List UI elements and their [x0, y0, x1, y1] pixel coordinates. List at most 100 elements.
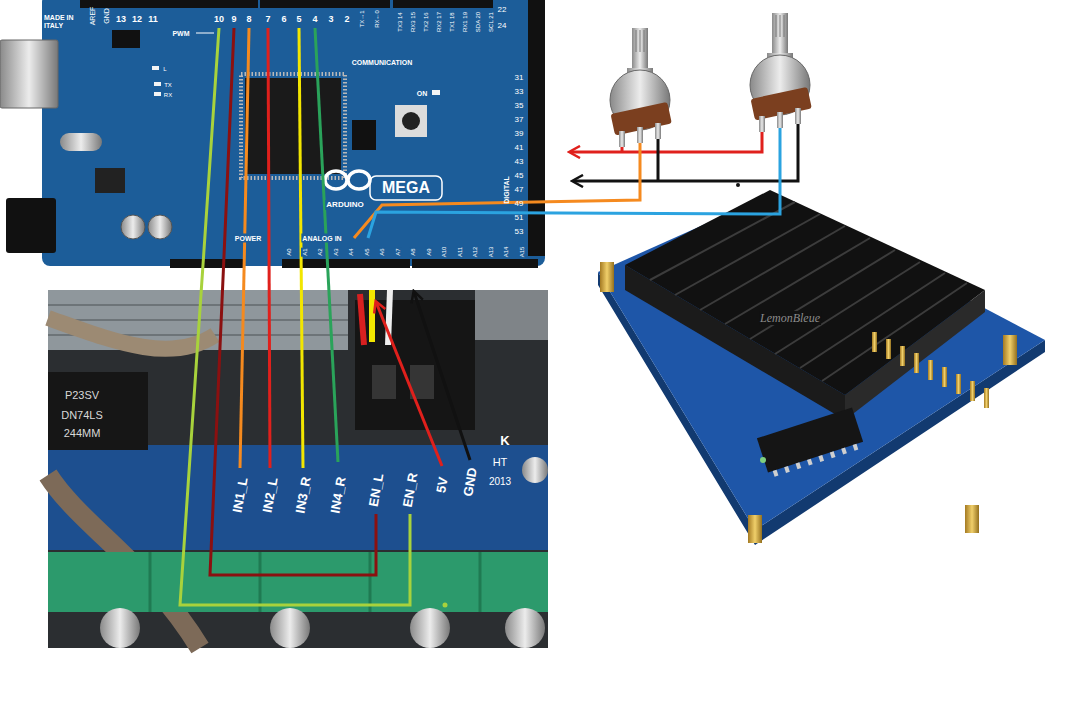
pin-label: A6 — [378, 247, 386, 256]
arduino-board — [148, 215, 172, 239]
potentiometer — [784, 15, 785, 37]
arduino-board — [42, 0, 545, 266]
pin-number: 35 — [515, 102, 524, 110]
chip-marking: P23SV — [65, 390, 99, 401]
driver-closeup — [259, 552, 262, 612]
board-text: 2013 — [489, 477, 511, 487]
wire — [621, 147, 624, 152]
driver-photo — [818, 455, 824, 462]
pin-number: 3 — [328, 15, 333, 24]
driver-photo — [942, 367, 947, 387]
driver-photo — [853, 444, 859, 451]
pin-label: A14 — [502, 246, 510, 259]
wire — [376, 302, 442, 466]
pin-label: IN1_L — [231, 476, 250, 513]
pin-label: A11 — [456, 246, 464, 258]
arduino-board — [412, 259, 538, 268]
led-label: TX — [164, 82, 172, 88]
driver-photo — [900, 346, 905, 366]
board-text: MADE IN ITALY — [44, 14, 88, 29]
driver-closeup — [48, 290, 548, 648]
driver-photo — [830, 451, 836, 458]
pin-label: TX→1 — [359, 10, 365, 27]
chip-marking: DN74LS — [61, 410, 103, 421]
pin-number: 39 — [515, 130, 524, 138]
driver-photo — [1003, 335, 1017, 365]
pin-number: 49 — [515, 200, 524, 208]
pin-label: A15 — [518, 246, 526, 259]
pin-label: A3 — [332, 247, 340, 256]
potentiometer — [759, 116, 765, 132]
driver-photo — [773, 444, 859, 477]
driver-photo — [748, 515, 762, 543]
pin-label: IN3_R — [293, 476, 312, 515]
pin-label: A9 — [425, 247, 433, 256]
potentiometer — [637, 127, 643, 143]
driver-photo — [600, 262, 614, 292]
arduino-board — [402, 112, 420, 130]
wire-dot — [443, 603, 448, 608]
pin-label: A4 — [347, 247, 355, 256]
driver-closeup — [48, 318, 215, 349]
potentiometer — [640, 30, 641, 52]
pin-number: 45 — [515, 172, 524, 180]
pin-label: 5V — [434, 476, 450, 494]
section-label: ANALOG IN — [301, 234, 342, 243]
driver-photo — [578, 137, 1053, 545]
board-text: COMMUNICATION — [352, 59, 413, 66]
pin-number: 33 — [515, 88, 524, 96]
arduino-board — [370, 176, 442, 200]
pin-label: RX←0 — [374, 10, 380, 28]
driver-closeup — [372, 365, 396, 399]
pin-label: A2 — [316, 247, 324, 256]
arduino-board — [395, 105, 427, 137]
driver-closeup — [360, 294, 364, 345]
potentiometer — [795, 108, 801, 124]
potentiometer — [780, 15, 781, 37]
wire — [315, 28, 338, 462]
wire — [180, 28, 410, 605]
wire — [657, 139, 660, 181]
driver-photo — [750, 250, 895, 339]
driver-closeup — [48, 290, 548, 648]
driver-photo — [886, 339, 891, 359]
driver-closeup — [410, 608, 450, 648]
arduino-board — [260, 0, 390, 8]
board-text: HT — [493, 457, 508, 468]
driver-photo — [625, 190, 985, 395]
led-label: RX — [164, 92, 172, 98]
pin-number: 11 — [148, 15, 158, 24]
wire — [368, 128, 780, 238]
pin-number: 7 — [265, 15, 270, 24]
driver-photo — [841, 448, 847, 455]
arduino-board — [154, 82, 161, 86]
driver-closeup — [48, 445, 548, 550]
arduino-board — [170, 259, 245, 268]
potentiometer — [777, 112, 783, 128]
driver-closeup — [505, 608, 545, 648]
driver-photo — [796, 462, 802, 469]
potentiometer — [655, 123, 661, 139]
pin-number: 13 — [116, 15, 126, 24]
potentiometer — [610, 28, 672, 147]
pin-label: A7 — [394, 247, 402, 256]
section-label: POWER — [234, 234, 262, 243]
potentiometer — [644, 30, 645, 52]
driver-closeup — [150, 552, 480, 612]
pin-label: RX3 15 — [410, 12, 416, 32]
wire — [210, 28, 376, 575]
driver-photo — [872, 332, 877, 352]
pin-label: A1 — [301, 247, 309, 256]
arduino-board — [112, 30, 140, 48]
wire — [354, 143, 640, 238]
arduino-board — [0, 0, 545, 268]
potentiometer — [750, 13, 812, 132]
driver-closeup — [48, 372, 148, 450]
pin-label: RX2 17 — [436, 12, 442, 32]
driver-photo — [773, 470, 779, 477]
potentiometer — [776, 15, 777, 37]
driver-closeup — [522, 457, 548, 483]
pin-number: 10 — [214, 15, 224, 24]
pin-number: 24 — [498, 22, 507, 30]
